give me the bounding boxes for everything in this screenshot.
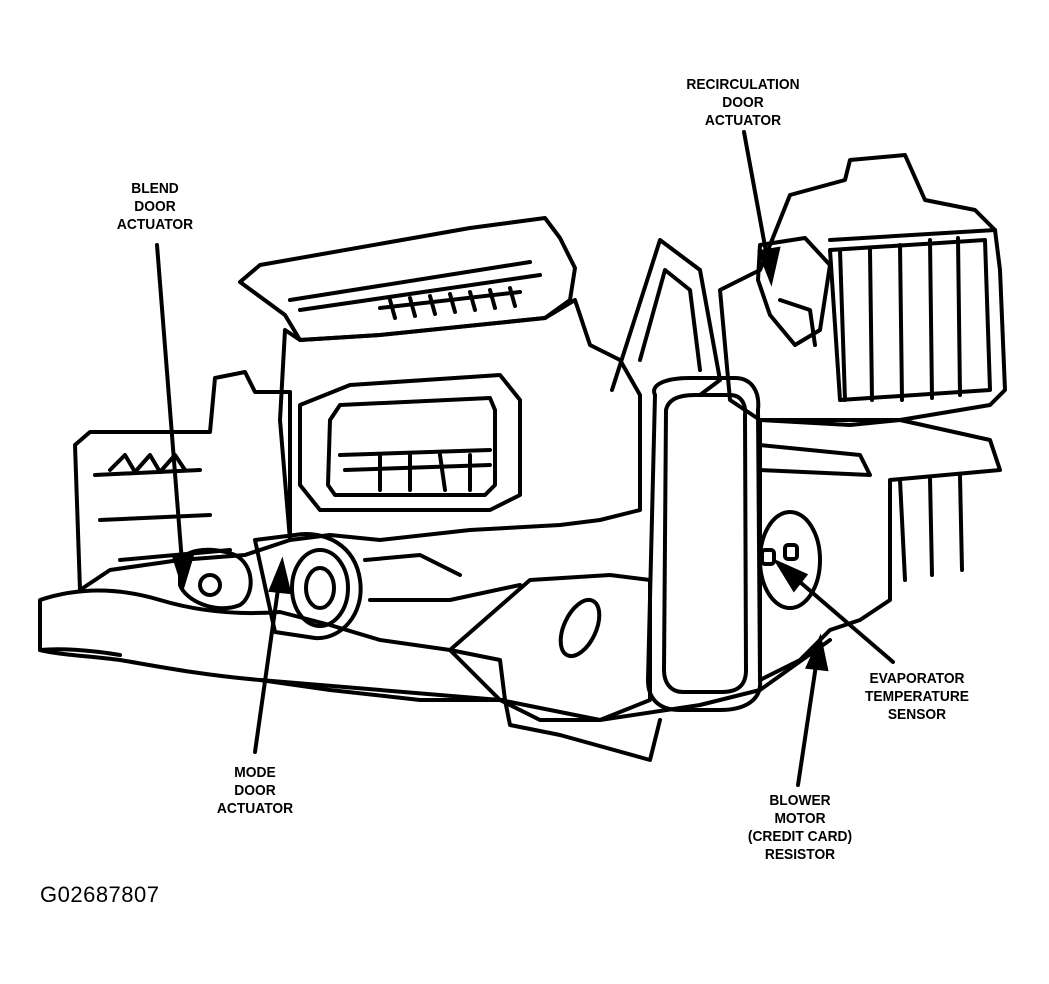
recirculation-door-actuator-label: RECIRCULATION DOOR ACTUATOR (686, 76, 800, 129)
blower-motor-resistor-label: BLOWER MOTOR (CREDIT CARD) RESISTOR (747, 792, 853, 863)
blend-leader (155, 243, 185, 577)
floor-duct (38, 588, 507, 702)
mode-actuator (253, 532, 363, 641)
figure-id: G02687807 (40, 882, 160, 907)
left-housing (73, 370, 292, 592)
evaporator-temperature-sensor-label: EVAPORATOR TEMPERATURE SENSOR (864, 670, 970, 723)
blower-motor-housing (758, 418, 1002, 682)
vent-frame (298, 373, 522, 512)
blower-leader (796, 650, 820, 787)
center-housing (278, 298, 642, 542)
blend-door-actuator-label: BLEND DOOR ACTUATOR (116, 180, 194, 233)
recirc-actuator (756, 236, 832, 347)
defrost-outlet (238, 216, 577, 342)
evaporator-leader (784, 568, 895, 664)
mode-door-actuator-label: MODE DOOR ACTUATOR (216, 764, 294, 817)
mode-leader (253, 573, 282, 754)
blend-actuator (178, 547, 253, 611)
lower-plenum (448, 573, 652, 722)
recirc-leader (742, 130, 771, 270)
